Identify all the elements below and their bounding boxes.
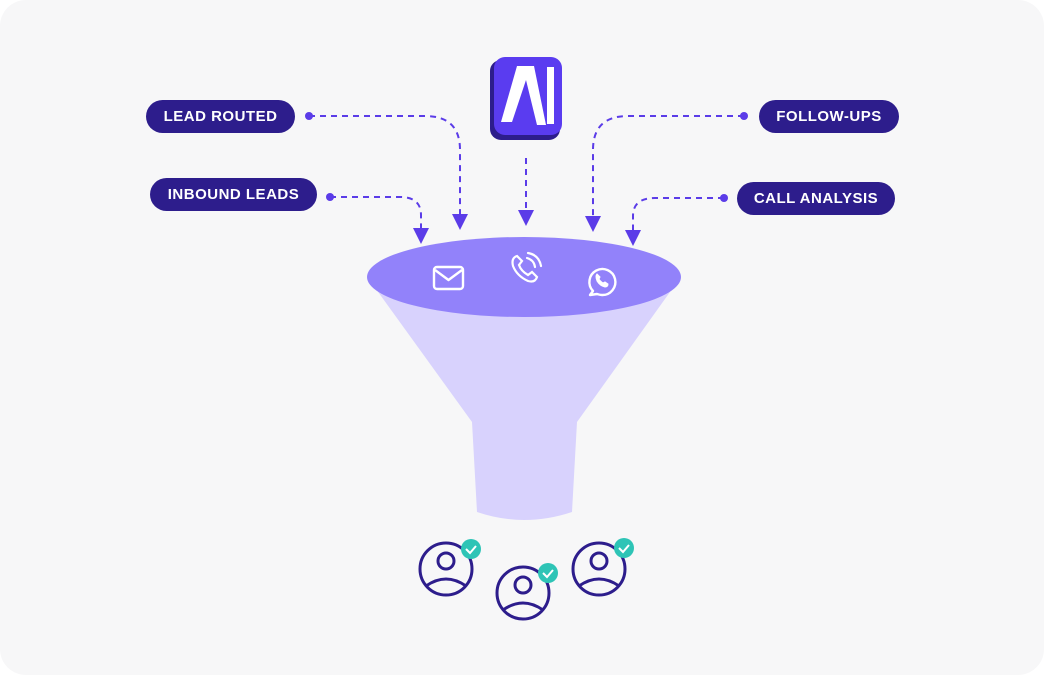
phone-call-icon [511,251,543,283]
ai-logo [490,57,562,140]
check-icon [461,539,481,559]
user-verified-icon [418,541,474,597]
funnel-body [368,278,680,520]
mail-icon [432,265,465,291]
inbound-leads-connector [330,196,429,244]
check-badges [461,538,634,583]
connector-dot [740,112,748,120]
check-icon [538,563,558,583]
funnel-top [367,237,681,317]
user-verified-icon [571,541,627,597]
call-analysis-connector [625,197,724,246]
connector-dot [305,112,313,120]
user-verified-icon [495,565,551,621]
label-inbound-leads: INBOUND LEADS [150,178,317,211]
lead-routed-connector [309,115,468,230]
follow-ups-connector [585,115,744,232]
connector-dot [720,194,728,202]
label-call-analysis: CALL ANALYSIS [737,182,895,215]
check-icon [614,538,634,558]
label-lead-routed: LEAD ROUTED [146,100,295,133]
label-follow-ups: FOLLOW-UPS [759,100,899,133]
whatsapp-icon [588,267,617,297]
connector-dot [326,193,334,201]
